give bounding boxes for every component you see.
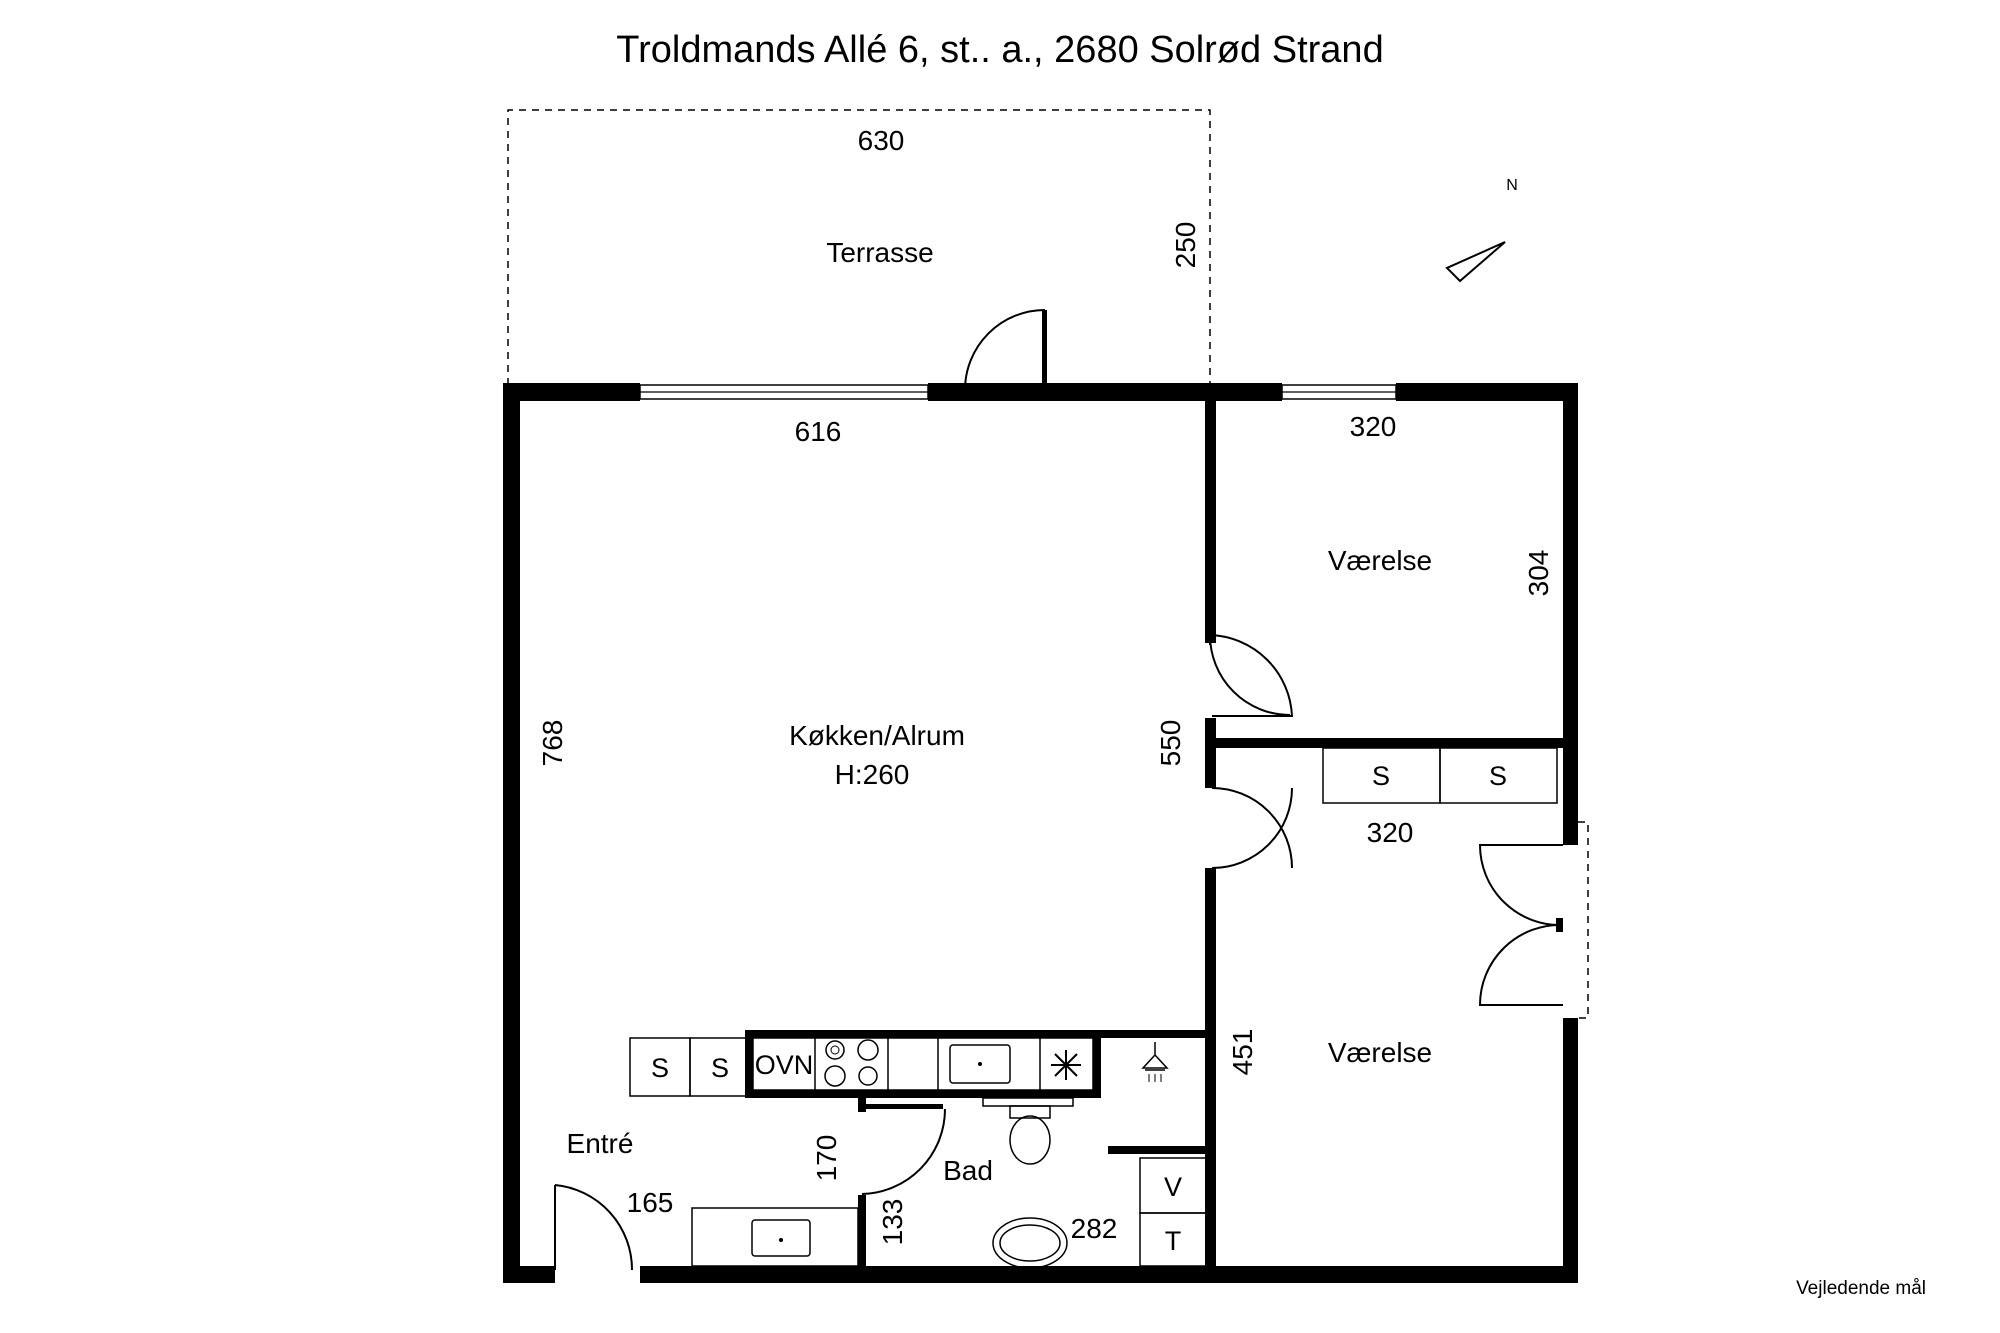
entrance-cabinet [691,1207,859,1267]
door-bathroom [861,1108,946,1195]
room-label-kitchen: Køkken/Alrum [789,720,965,751]
dim-bath-width: 282 [1071,1213,1118,1244]
room-label-terrace: Terrasse [826,237,933,268]
dim-entrance-depth: 170 [811,1135,842,1182]
door-bedroom2-swing [1211,787,1293,869]
closet-label: S [651,1053,669,1083]
room-label-bedroom2: Værelse [1328,1037,1432,1068]
oven-label: OVN [755,1050,814,1080]
extractor-icon [1051,1050,1081,1080]
utility-cabinets: V T [1139,1157,1207,1267]
interior-walls [745,383,1578,1283]
north-arrow-icon: N [1445,177,1518,283]
kitchen-counter: OVN [752,1037,1094,1091]
address-title: Troldmands Allé 6, st.. a., 2680 Solrød … [616,29,1383,71]
door-bedroom2-exterior [1478,821,1589,1019]
dim-kitchen-width: 616 [795,416,842,447]
dim-bedroom2-depth: 451 [1227,1029,1258,1076]
closet-label: S [711,1053,729,1083]
dim-bedroom1-width: 320 [1350,411,1397,442]
terrace-outline [507,109,1211,385]
footer-note: Vejledende mål [1796,1278,1926,1299]
dim-kitchen-depth: 768 [537,720,568,767]
bathroom-sink-counter [982,1097,1074,1107]
dim-terrace-width: 630 [858,125,905,156]
room-label-bedroom1: Værelse [1328,545,1432,576]
sink-icon [949,1044,1011,1084]
terrace-door [964,309,1047,391]
room-label-bathroom: Bad [943,1155,993,1186]
dim-kitchen-side: 550 [1155,720,1186,767]
washer-label: V [1164,1172,1182,1202]
window-kitchen [639,384,929,400]
dryer-label: T [1165,1226,1182,1256]
door-entrance [554,1184,634,1271]
dim-entrance-width: 165 [627,1187,674,1218]
north-label: N [1506,177,1518,194]
dim-bath-depth: 133 [877,1199,908,1246]
room-label-entrance: Entré [567,1128,634,1159]
stove-icon [824,1039,879,1087]
exterior-walls [503,383,1578,1283]
washbasin-icon [992,1217,1068,1269]
dim-terrace-depth: 250 [1170,222,1201,269]
door-bedroom1 [1209,634,1291,716]
shower-icon [1141,1042,1169,1082]
toilet-icon [1009,1105,1051,1165]
ceiling-height-label: H:260 [835,759,910,790]
window-bedroom [1281,384,1397,400]
closet-bedroom: S S [1322,747,1558,804]
dim-bedroom2-width: 320 [1367,817,1414,848]
closet-label: S [1489,761,1507,791]
closet-label: S [1372,761,1390,791]
door-bedroom1-swing [1209,634,1294,717]
closet-kitchen: S S [629,1037,751,1097]
dim-bedroom1-depth: 304 [1523,550,1554,597]
